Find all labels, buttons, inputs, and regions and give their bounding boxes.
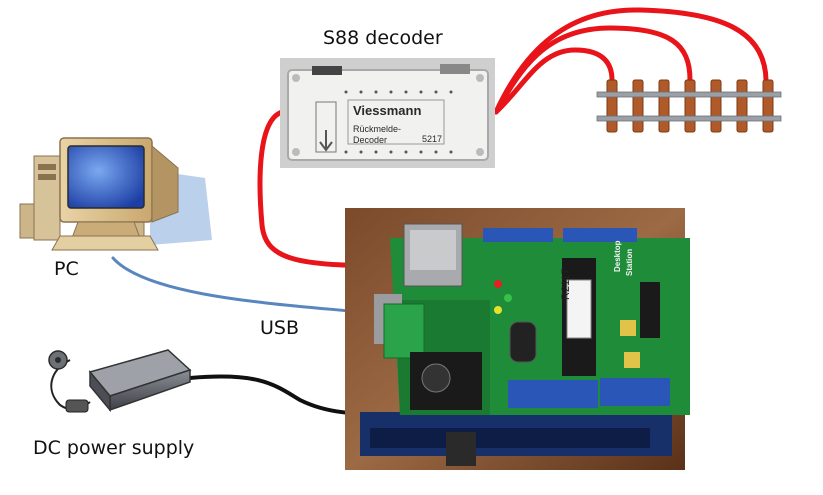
- board-brand-line1: Desktop: [613, 240, 622, 272]
- decoder-wire: [257, 109, 407, 269]
- computer-icon: [19, 137, 212, 251]
- pc-label: PC: [54, 258, 79, 280]
- chip-label: R2117: [560, 268, 572, 300]
- decoder-label: S88 decoder: [323, 27, 443, 49]
- track-icon: [596, 79, 782, 133]
- board-brand-line2: Station: [625, 248, 634, 276]
- decoder-brand-text: Viessmann: [353, 103, 422, 118]
- usb-label: USB: [260, 317, 300, 339]
- decoder-text-line1: Rückmelde-: [353, 124, 402, 134]
- track-feedback-wires: [493, 7, 769, 115]
- power-supply-label: DC power supply: [33, 437, 195, 459]
- s88-decoder-image: [280, 58, 495, 168]
- power-adapter-icon: [48, 349, 192, 413]
- controller-board-image: [345, 208, 690, 470]
- decoder-model-number: 5217: [422, 134, 443, 144]
- decoder-text-line2: Decoder: [353, 135, 388, 145]
